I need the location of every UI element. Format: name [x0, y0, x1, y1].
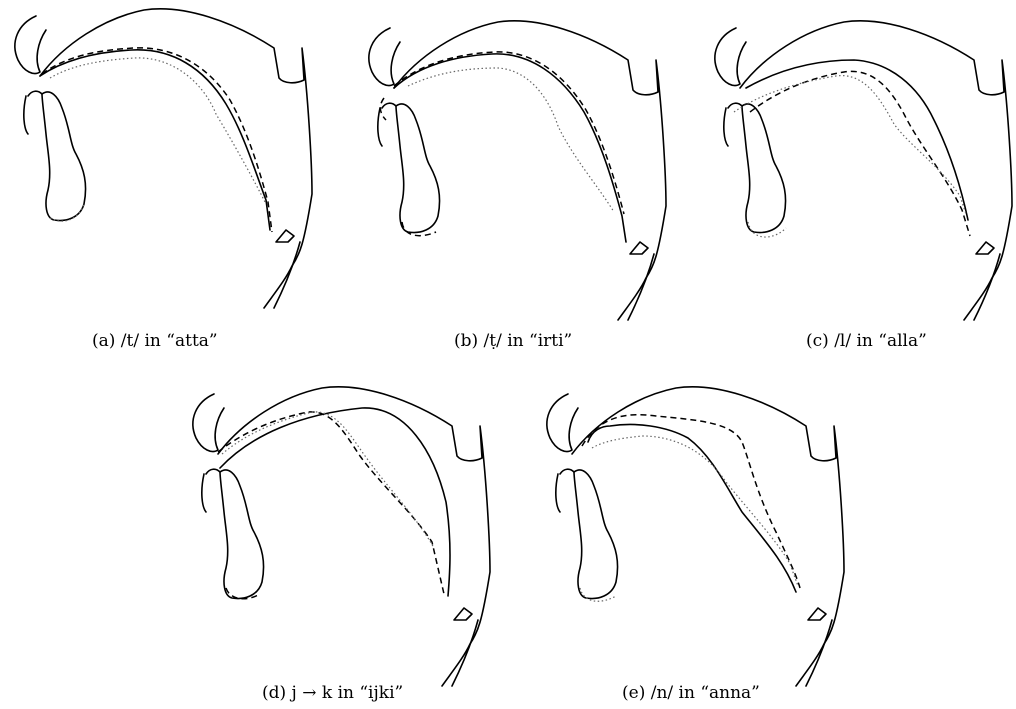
panel-b-tract — [369, 21, 666, 320]
panel-b: (b) /ṭ/ in “irti” — [369, 21, 666, 351]
panel-d-tongue — [218, 408, 450, 599]
caption-a: (a) /t/ in “atta” — [92, 331, 218, 351]
panel-a: (a) /t/ in “atta” — [15, 9, 312, 351]
caption-c: (c) /l/ in “alla” — [806, 331, 927, 351]
panel-a-tongue — [40, 48, 272, 232]
caption-b: (b) /ṭ/ in “irti” — [454, 331, 572, 351]
panel-c: (c) /l/ in “alla” — [715, 21, 1012, 351]
panel-e: (e) /n/ in “anna” — [547, 387, 844, 703]
panel-e-tract — [547, 387, 844, 686]
panel-d: (d) j → k in “ijki” — [193, 387, 490, 703]
panel-c-tract — [715, 21, 1012, 320]
caption-d: (d) j → k in “ijki” — [262, 683, 403, 703]
panel-e-tongue — [580, 415, 800, 602]
panel-d-tract — [193, 387, 490, 686]
caption-e: (e) /n/ in “anna” — [622, 683, 760, 703]
panel-b-tongue — [380, 52, 626, 242]
